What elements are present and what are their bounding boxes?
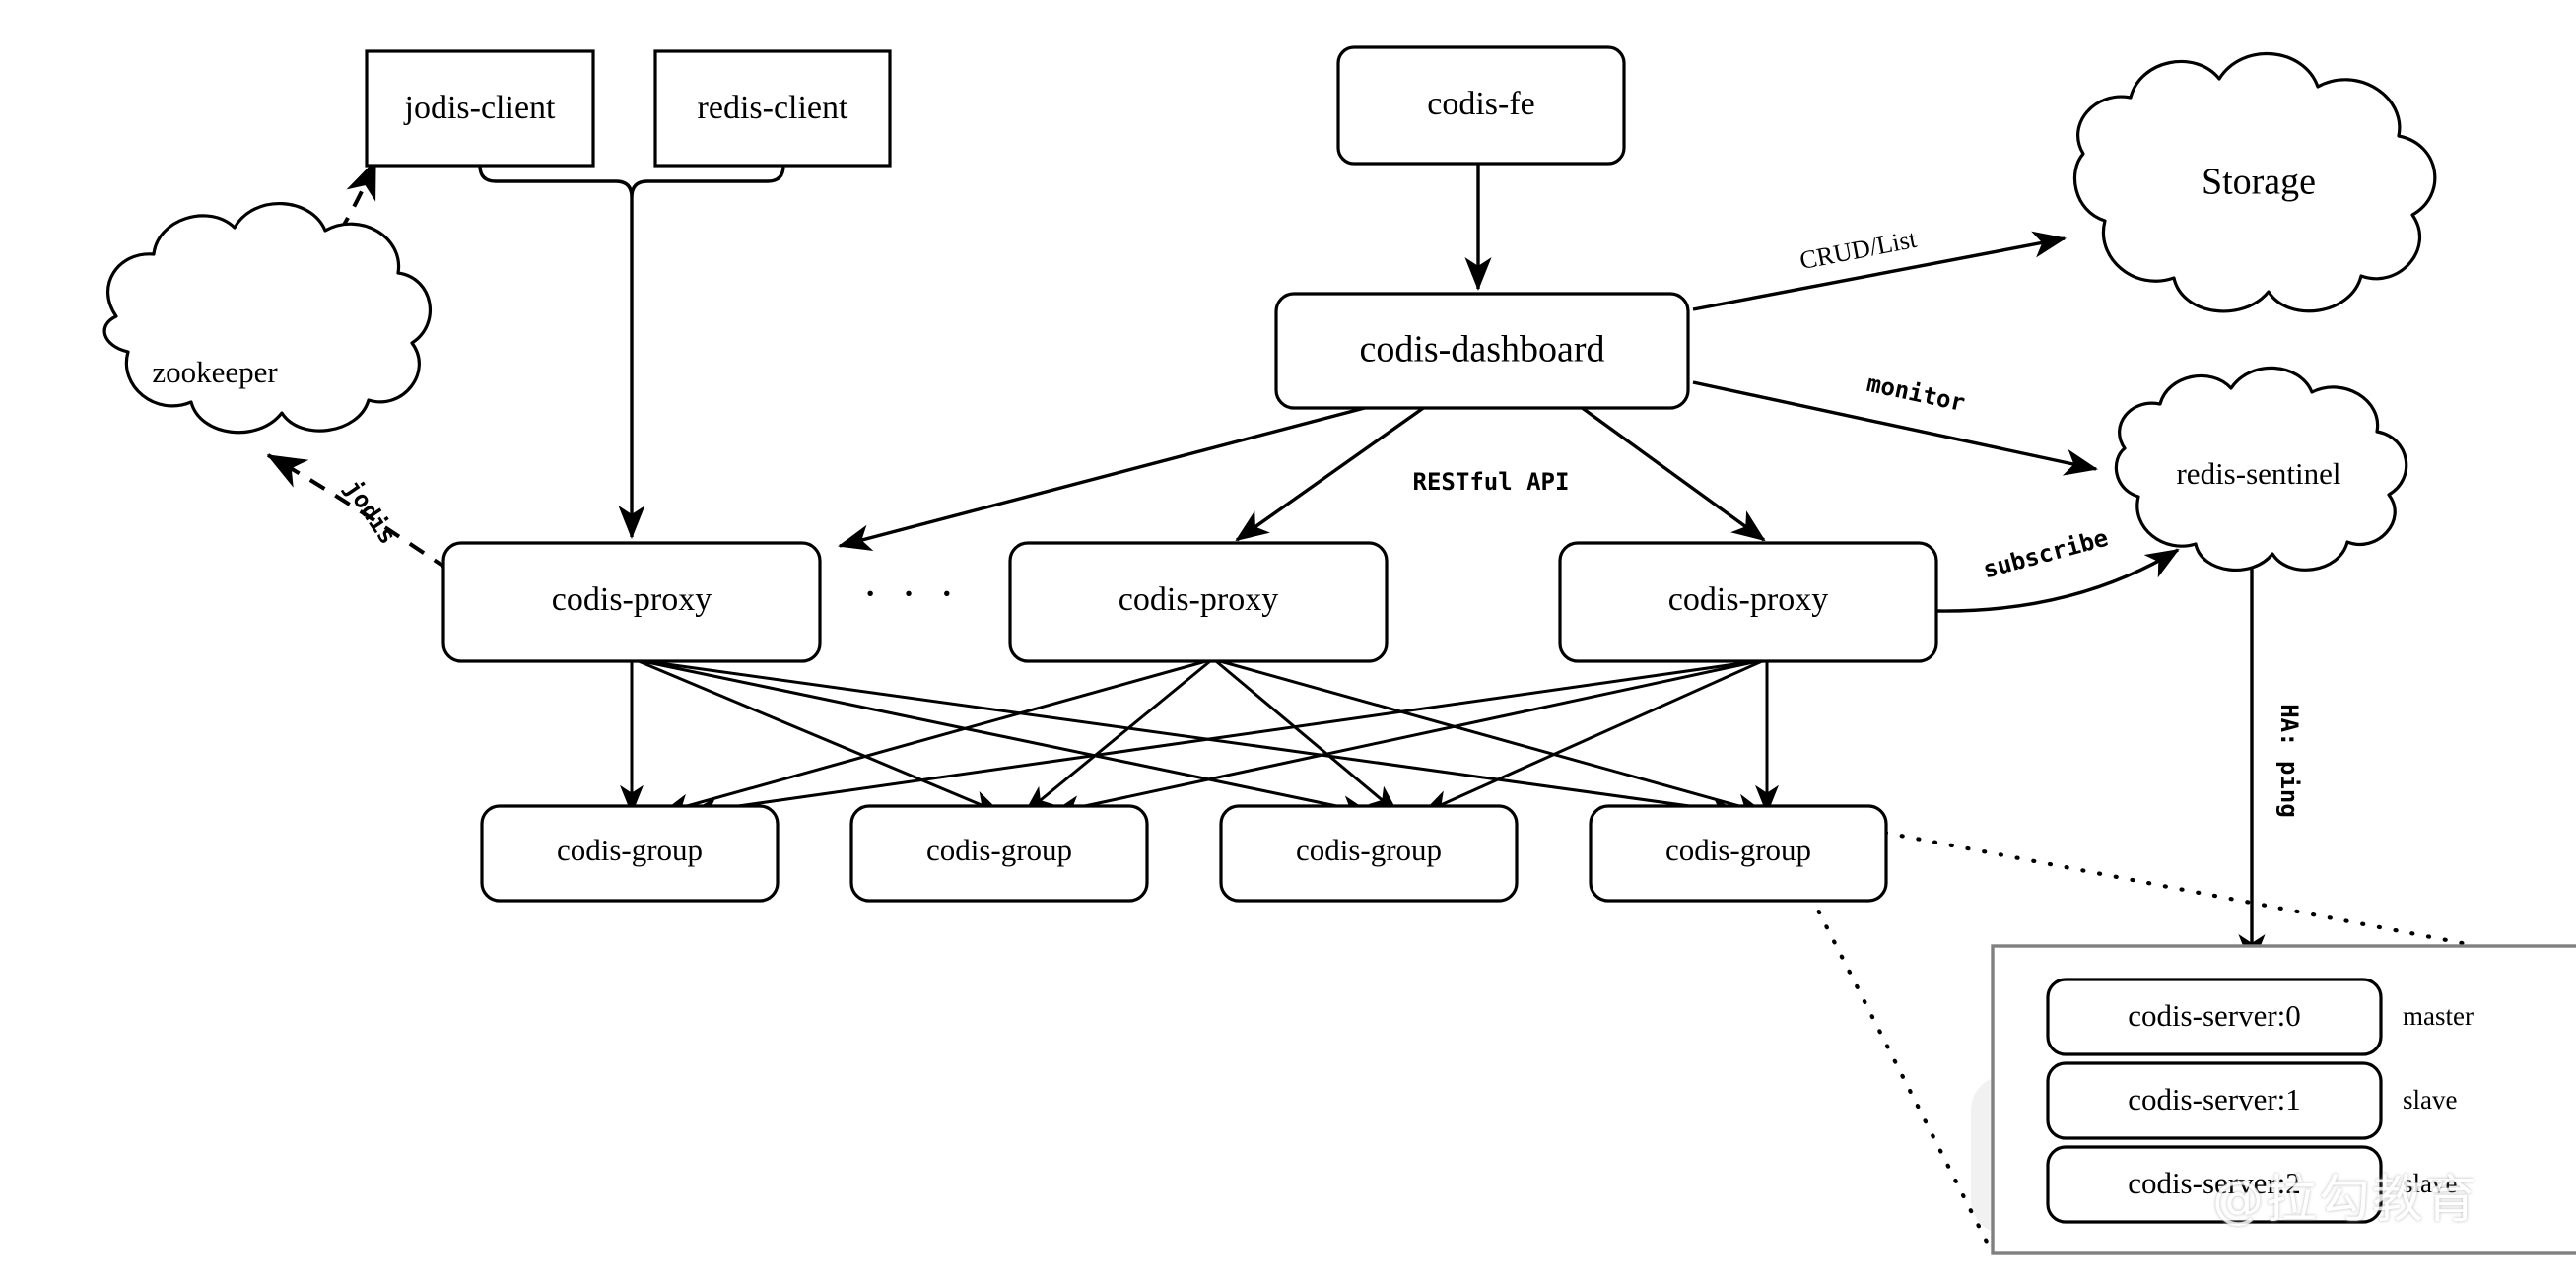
- node-storage-cloud[interactable]: [2073, 51, 2437, 313]
- node-codis-group-4[interactable]: [1589, 804, 1888, 903]
- edge-proxy3-to-group3: [1421, 659, 1763, 815]
- edge-dashboard-to-sentinel: [1692, 380, 2098, 476]
- node-codis-group-1-label: codis-group: [557, 833, 703, 867]
- node-redis-client[interactable]: [653, 49, 892, 168]
- node-zookeeper-cloud[interactable]: [102, 202, 432, 435]
- node-codis-proxy-2[interactable]: [1008, 541, 1389, 663]
- node-codis-fe-label: codis-fe: [1427, 86, 1535, 122]
- edge-proxy-to-zookeeper: [266, 453, 450, 572]
- dotted-expand-top: [1882, 830, 2480, 949]
- node-codis-group-4-label: codis-group: [1665, 833, 1811, 867]
- node-codis-proxy-2-label: codis-proxy: [1119, 581, 1278, 618]
- node-codis-dashboard[interactable]: [1274, 292, 1690, 410]
- edge-label-crud-list: CRUD/List: [1797, 225, 1920, 275]
- edge-proxy2-to-group2: [1023, 659, 1211, 815]
- edge-proxy3-to-group1: [688, 659, 1757, 821]
- edge-proxy3-to-group2: [1051, 659, 1759, 819]
- node-jodis-client[interactable]: [365, 49, 595, 168]
- edge-dashboard-to-proxy-2: [1235, 402, 1430, 542]
- edge-proxy1-to-group2: [638, 659, 1002, 815]
- node-storage-label: Storage: [2202, 162, 2316, 203]
- edge-label-restful-api: RESTful API: [1413, 468, 1570, 496]
- node-zookeeper-label: zookeeper: [152, 355, 278, 389]
- role-label-0: master: [2403, 1001, 2474, 1031]
- edge-label-monitor: monitor: [1864, 370, 1968, 417]
- edge-label-ha-ping: HA: ping: [2275, 704, 2303, 818]
- node-codis-proxy-1[interactable]: [441, 541, 822, 663]
- edge-proxy2-to-group3: [1215, 659, 1399, 815]
- node-codis-group-2[interactable]: [849, 804, 1149, 903]
- edge-dashboard-to-storage: [1692, 231, 2068, 311]
- node-codis-dashboard-label: codis-dashboard: [1359, 329, 1604, 371]
- node-codis-server-0[interactable]: [2046, 978, 2383, 1056]
- edge-dashboard-to-proxy-1: [838, 402, 1381, 552]
- client-brace: [478, 164, 785, 198]
- node-codis-group-3[interactable]: [1219, 804, 1519, 903]
- node-codis-proxy-1-label: codis-proxy: [552, 581, 712, 618]
- edge-label-jodis: jodis: [339, 475, 402, 550]
- edge-proxy-to-sentinel: [1935, 548, 2180, 613]
- edge-proxy2-to-group1: [660, 659, 1207, 817]
- node-codis-group-1[interactable]: [480, 804, 780, 903]
- edge-proxy1-to-group4: [644, 659, 1741, 822]
- node-codis-server-2-label: codis-server:2: [2128, 1166, 2301, 1200]
- node-redis-client-label: redis-client: [698, 90, 848, 126]
- edge-dashboard-to-proxy-3: [1576, 402, 1766, 542]
- node-codis-proxy-3[interactable]: [1558, 541, 1938, 663]
- edge-label-subscribe: subscribe: [1980, 524, 2111, 584]
- role-label-1: slave: [2403, 1085, 2457, 1114]
- node-codis-server-1[interactable]: [2046, 1061, 2383, 1140]
- node-codis-server-0-label: codis-server:0: [2128, 998, 2301, 1033]
- node-redis-sentinel-cloud[interactable]: [2114, 366, 2408, 572]
- edge-proxy1-to-group3: [642, 659, 1372, 819]
- node-codis-group-3-label: codis-group: [1296, 833, 1442, 867]
- node-codis-proxy-3-label: codis-proxy: [1668, 581, 1828, 618]
- dotted-expand-bottom: [1808, 894, 1996, 1256]
- node-codis-server-2[interactable]: [2046, 1145, 2383, 1224]
- edge-proxy2-to-group4: [1219, 659, 1766, 817]
- node-codis-group-2-label: codis-group: [926, 833, 1072, 867]
- node-redis-sentinel-label: redis-sentinel: [2176, 456, 2340, 491]
- node-jodis-client-label: jodis-client: [404, 90, 557, 126]
- node-codis-server-1-label: codis-server:1: [2128, 1082, 2301, 1116]
- node-codis-fe[interactable]: [1336, 45, 1626, 166]
- proxy-ellipsis: · · ·: [863, 569, 961, 619]
- role-label-2: slave: [2403, 1169, 2457, 1198]
